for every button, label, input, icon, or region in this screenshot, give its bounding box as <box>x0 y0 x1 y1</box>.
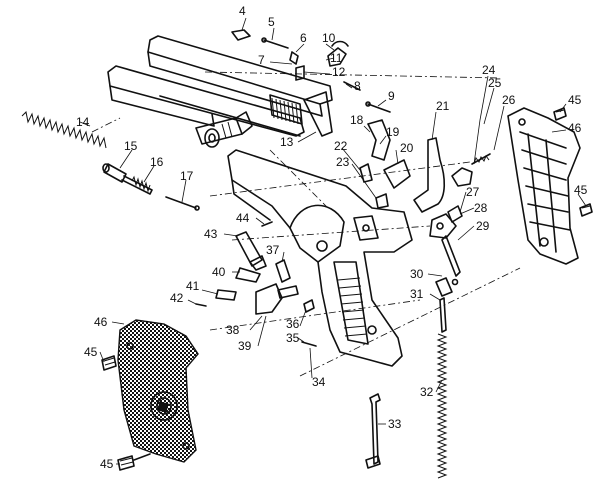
part-label-42: 42 <box>170 291 184 305</box>
mainspring <box>435 277 453 479</box>
part-label-38: 38 <box>226 323 240 337</box>
part-label-5: 5 <box>268 15 275 29</box>
left-grip-screws <box>101 355 151 471</box>
part-label-20: 20 <box>400 141 414 155</box>
slide <box>107 35 333 137</box>
part-label-46-right: 46 <box>568 121 582 135</box>
right-grip-screws <box>553 107 593 217</box>
part-label-34: 34 <box>312 375 326 389</box>
part-labels: 4 5 6 10 7 11 12 8 9 24 25 26 45 46 14 2… <box>76 4 588 471</box>
part-label-25: 25 <box>488 76 502 90</box>
part-label-19: 19 <box>386 125 400 139</box>
part-label-41: 41 <box>186 279 200 293</box>
slide-small-parts <box>231 29 391 113</box>
part-label-8: 8 <box>354 79 361 93</box>
part-label-35: 35 <box>286 331 300 345</box>
part-label-44: 44 <box>236 211 250 225</box>
part-label-45-left-bottom: 45 <box>100 457 114 471</box>
part-label-40: 40 <box>212 265 226 279</box>
part-label-30: 30 <box>410 267 424 281</box>
part-label-6: 6 <box>300 31 307 45</box>
part-label-14: 14 <box>76 115 90 129</box>
left-grip-panel <box>117 319 199 463</box>
part-label-32: 32 <box>420 385 434 399</box>
recoil-spring <box>21 110 107 149</box>
mainspring-parts <box>441 153 491 286</box>
recoil-guide-rod <box>102 163 200 211</box>
hammer-group <box>359 119 457 239</box>
part-label-46-left: 46 <box>94 315 108 329</box>
part-label-18: 18 <box>350 113 364 127</box>
part-label-10: 10 <box>322 31 336 45</box>
part-label-45-top-right: 45 <box>568 93 582 107</box>
leader-lines <box>79 17 587 465</box>
part-label-16: 16 <box>150 155 164 169</box>
part-label-28: 28 <box>474 201 488 215</box>
part-label-39: 39 <box>238 339 252 353</box>
part-label-7: 7 <box>258 53 265 67</box>
part-label-17: 17 <box>180 169 194 183</box>
part-label-21: 21 <box>436 99 450 113</box>
part-label-31: 31 <box>410 287 424 301</box>
pin-33 <box>365 393 381 469</box>
part-label-4: 4 <box>239 4 246 18</box>
part-label-24: 24 <box>482 63 496 77</box>
part-label-12: 12 <box>332 65 346 79</box>
part-label-23: 23 <box>336 155 350 169</box>
right-grip-panel <box>507 107 581 265</box>
part-label-26: 26 <box>502 93 516 107</box>
part-label-45-left-top: 45 <box>84 345 98 359</box>
part-label-29: 29 <box>476 219 490 233</box>
frame-small-parts <box>195 221 317 347</box>
assembly-axes <box>91 71 521 377</box>
barrel <box>195 111 253 148</box>
part-label-22: 22 <box>334 139 348 153</box>
part-label-9: 9 <box>388 89 395 103</box>
part-label-43: 43 <box>204 227 218 241</box>
frame <box>227 149 413 367</box>
part-label-13: 13 <box>280 135 294 149</box>
part-label-27: 27 <box>466 185 480 199</box>
part-label-11: 11 <box>330 51 343 65</box>
part-label-37: 37 <box>266 243 280 257</box>
part-label-33: 33 <box>388 417 402 431</box>
part-label-36: 36 <box>286 317 300 331</box>
part-label-15: 15 <box>124 139 138 153</box>
part-label-45-right: 45 <box>574 183 588 197</box>
